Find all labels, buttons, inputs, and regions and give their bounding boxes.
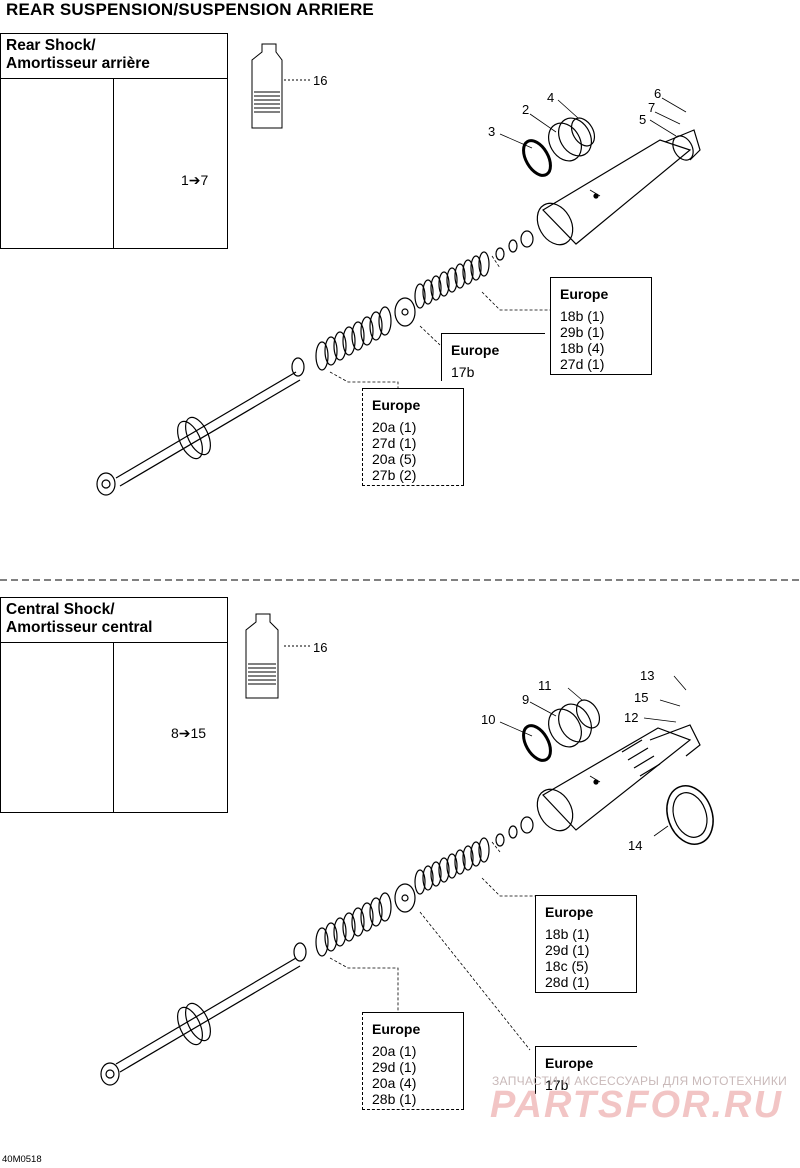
shock-rod-rear — [96, 371, 301, 496]
callout-10: 10 — [481, 712, 496, 727]
box-line: 20a (1) — [372, 1043, 417, 1059]
box-line: 17b — [451, 364, 475, 380]
oil-bottle-central — [245, 613, 310, 699]
box-line: 20a (1) — [372, 419, 417, 435]
callout-15: 15 — [634, 690, 649, 705]
callout-14: 14 — [628, 838, 643, 853]
shock-rod-central — [100, 957, 301, 1086]
box-heading: Europe — [560, 286, 609, 302]
washer-rear — [291, 357, 305, 377]
seal-4 — [570, 117, 596, 147]
shim-stack-lower-central — [315, 892, 392, 957]
box-line: 18b (1) — [560, 308, 605, 324]
panel-title-line2: Amortisseur central — [6, 619, 153, 636]
box-line: 20a (4) — [372, 1075, 417, 1091]
shim-stack-upper-central — [414, 837, 490, 895]
europe-box-middle-rear: Europe 17b — [441, 333, 545, 381]
europe-box-lower-rear: Europe 20a (1) 27d (1) 20a (5) 27b (2) — [362, 388, 464, 486]
central-shock-panel: Central Shock/ Amortisseur central 8➔15 — [0, 597, 228, 813]
callout-7: 7 — [648, 100, 656, 115]
shim-stack-lower-rear — [315, 306, 392, 371]
box-line: 18b (1) — [545, 926, 590, 942]
box-line: 27d (1) — [372, 435, 417, 451]
callout-12: 12 — [624, 710, 639, 725]
box-line: 28b (1) — [372, 1091, 417, 1107]
oil-bottle — [251, 43, 310, 129]
panel-title-line2: Amortisseur arrière — [6, 55, 150, 72]
panel-title-line1: Rear Shock/ — [6, 37, 96, 54]
shock-body-central — [536, 724, 701, 832]
callout-16-central: 16 — [313, 640, 328, 655]
box-line: 29b (1) — [560, 324, 605, 340]
box-line: 18b (4) — [560, 340, 605, 356]
box-line: 29d (1) — [545, 942, 590, 958]
watermark-brand: PARTSFOR.RU — [490, 1084, 783, 1126]
watermark-tagline: ЗАПЧАСТИ И АКСЕССУАРЫ ДЛЯ МОТОТЕХНИКИ — [492, 1074, 788, 1088]
diagram-code: 40M0518 — [2, 1154, 42, 1165]
box-line: 20a (5) — [372, 451, 417, 467]
box-line: 18c (5) — [545, 958, 589, 974]
callout-16: 16 — [313, 73, 328, 88]
piston-rear — [394, 297, 416, 327]
panel-title-line1: Central Shock/ — [6, 601, 115, 618]
europe-box-lower-central: Europe 20a (1) 29d (1) 20a (4) 28b (1) — [362, 1012, 464, 1110]
box-heading: Europe — [372, 1021, 421, 1037]
shock-body-rear — [536, 129, 701, 246]
box-line: 17b — [545, 1077, 569, 1093]
part-range-label: 8➔15 — [171, 725, 207, 741]
callout-6: 6 — [654, 86, 662, 101]
rear-shock-panel: Rear Shock/ Amortisseur arrière 1➔7 — [0, 33, 228, 249]
europe-box-upper-rear: Europe 18b (1) 29b (1) 18b (4) 27d (1) — [550, 277, 652, 375]
bearing-ring — [548, 122, 582, 162]
box-heading: Europe — [545, 904, 594, 920]
box-heading: Europe — [372, 397, 421, 413]
callout-2: 2 — [522, 102, 530, 117]
box-line: 28d (1) — [545, 974, 590, 990]
europe-box-upper-central: Europe 18b (1) 29d (1) 18c (5) 28d (1) — [535, 895, 637, 993]
callout-3: 3 — [488, 124, 496, 139]
callout-4: 4 — [547, 90, 555, 105]
callout-9: 9 — [522, 692, 530, 707]
box-line: 27d (1) — [560, 356, 605, 372]
callout-5: 5 — [639, 112, 647, 127]
page-title: REAR SUSPENSION/SUSPENSION ARRIERE — [6, 0, 374, 19]
o-ring-3 — [522, 139, 552, 177]
shim-stack-upper-rear — [414, 251, 490, 309]
box-line: 29d (1) — [372, 1059, 417, 1075]
europe-box-middle-central: Europe 17b — [535, 1046, 637, 1094]
callout-13: 13 — [640, 668, 655, 683]
adjuster-ring — [666, 785, 714, 845]
box-line: 27b (2) — [372, 467, 417, 483]
box-heading: Europe — [545, 1055, 594, 1071]
box-heading: Europe — [451, 342, 500, 358]
callout-11: 11 — [538, 678, 552, 693]
part-range-label: 1➔7 — [181, 172, 209, 188]
